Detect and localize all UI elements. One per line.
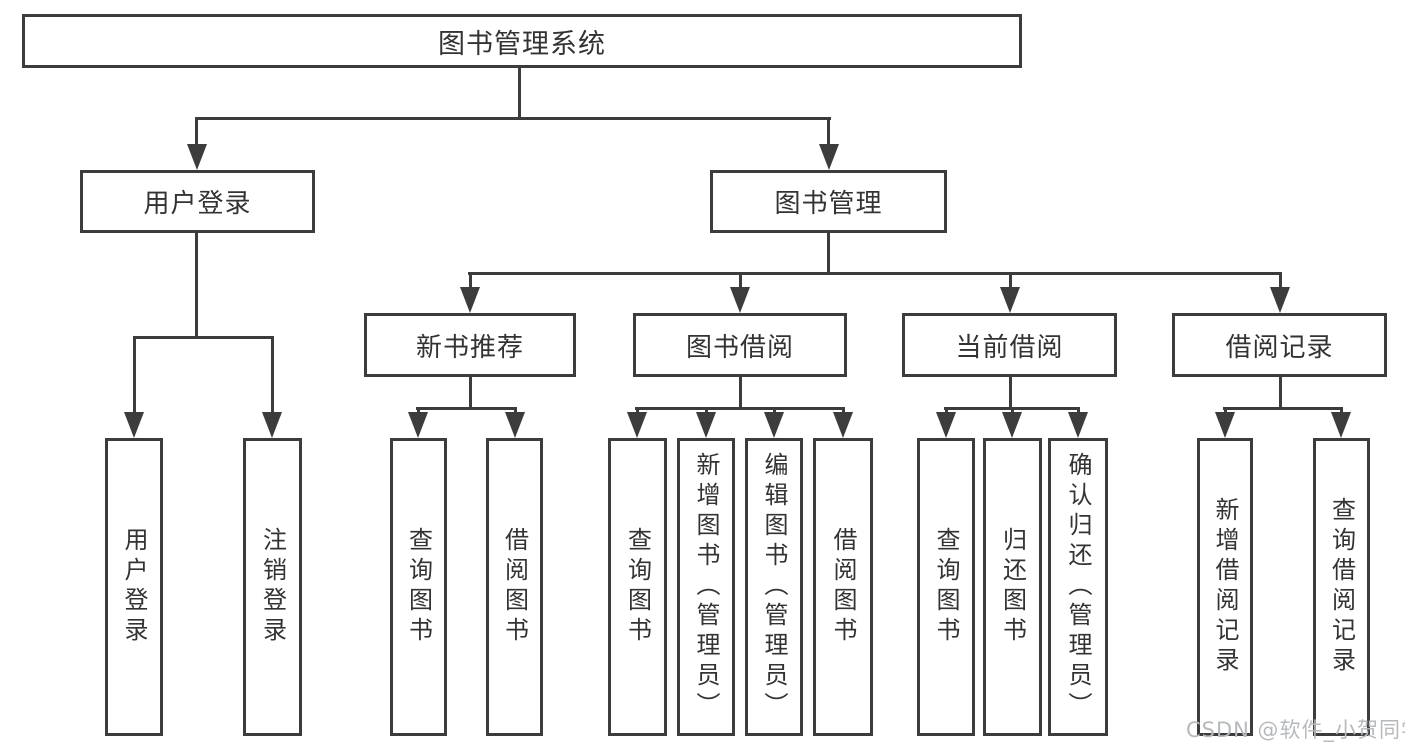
leaf-query-borrow-record-label: 查询借阅记录 <box>1327 497 1356 677</box>
node-library-system: 图书管理系统 <box>22 14 1022 68</box>
connector-vline <box>195 231 198 339</box>
node-user-login-label: 用户登录 <box>143 189 252 219</box>
leaf-add-book-admin: 新增图书（管理员） <box>677 438 735 736</box>
leaf-query-borrow-record: 查询借阅记录 <box>1313 438 1370 736</box>
connector-vline <box>739 272 742 289</box>
leaf-borrow-books-label: 借阅图书 <box>829 527 857 647</box>
arrow-head <box>187 144 207 170</box>
connector-vline <box>271 336 274 414</box>
arrow-head <box>1000 287 1020 313</box>
connector-vline <box>195 117 198 146</box>
csdn-watermark: CSDN @软件_小贺同学 <box>1186 718 1405 742</box>
leaf-query-books-borrow-label: 查询图书 <box>623 527 652 647</box>
leaf-borrow-books-recommend: 借阅图书 <box>486 438 543 736</box>
arrow-head <box>730 287 750 313</box>
connector-vline <box>469 374 472 410</box>
connector-vline <box>518 66 521 120</box>
leaf-query-books-recommend-label: 查询图书 <box>404 527 433 647</box>
connector-hline <box>133 336 274 339</box>
leaf-borrow-books: 借阅图书 <box>813 438 873 736</box>
connector-vline <box>739 374 742 410</box>
arrow-head <box>1270 287 1290 313</box>
node-new-book-recommend: 新书推荐 <box>364 313 576 377</box>
leaf-return-book: 归还图书 <box>983 438 1042 736</box>
connector-vline <box>514 407 517 415</box>
node-library-system-label: 图书管理系统 <box>438 28 606 60</box>
arrow-head <box>262 412 282 438</box>
connector-hline <box>635 407 845 410</box>
node-book-borrow-label: 图书借阅 <box>685 332 794 363</box>
node-borrow-records-label: 借阅记录 <box>1225 332 1334 363</box>
arrow-head <box>696 412 716 438</box>
node-current-borrow: 当前借阅 <box>902 313 1117 377</box>
connector-vline <box>469 272 472 289</box>
leaf-borrow-books-recommend-label: 借阅图书 <box>500 527 529 647</box>
leaf-edit-book-admin: 编辑图书（管理员） <box>745 438 803 736</box>
leaf-query-books-current-label: 查询图书 <box>932 527 960 647</box>
connector-vline <box>1279 374 1282 410</box>
connector-vline <box>1077 407 1080 415</box>
arrow-head <box>460 287 480 313</box>
leaf-query-books-borrow: 查询图书 <box>608 438 667 736</box>
arrow-head <box>1215 412 1235 438</box>
connector-hline <box>195 117 831 120</box>
connector-vline <box>1011 407 1014 415</box>
node-book-management-label: 图书管理 <box>774 189 883 219</box>
leaf-logout-label: 注销登录 <box>258 527 287 647</box>
node-user-login: 用户登录 <box>80 170 315 233</box>
arrow-head <box>1331 412 1351 438</box>
leaf-edit-book-admin-label: 编辑图书（管理员） <box>760 452 788 722</box>
arrow-head <box>408 412 428 438</box>
connector-vline <box>1009 374 1012 410</box>
connector-vline <box>1224 407 1227 415</box>
leaf-query-books-current: 查询图书 <box>917 438 975 736</box>
leaf-add-borrow-record: 新增借阅记录 <box>1197 438 1253 736</box>
connector-vline <box>1340 407 1343 415</box>
leaf-confirm-return-admin: 确认归还（管理员） <box>1048 438 1108 736</box>
arrow-head <box>627 412 647 438</box>
connector-hline <box>416 407 517 410</box>
arrow-head <box>124 412 144 438</box>
arrow-head <box>764 412 784 438</box>
node-current-borrow-label: 当前借阅 <box>955 332 1064 363</box>
connector-vline <box>827 117 830 146</box>
connector-vline <box>133 336 136 414</box>
leaf-add-borrow-record-label: 新增借阅记录 <box>1211 497 1239 677</box>
leaf-user-login-label: 用户登录 <box>120 527 148 647</box>
arrow-head <box>1068 412 1088 438</box>
node-book-management: 图书管理 <box>710 170 947 233</box>
leaf-logout: 注销登录 <box>243 438 302 736</box>
leaf-user-login: 用户登录 <box>105 438 163 736</box>
connector-vline <box>636 407 639 415</box>
leaf-query-books-recommend: 查询图书 <box>390 438 447 736</box>
connector-vline <box>773 407 776 415</box>
leaf-return-book-label: 归还图书 <box>998 527 1027 647</box>
node-new-book-recommend-label: 新书推荐 <box>415 332 524 363</box>
node-book-borrow: 图书借阅 <box>633 313 847 377</box>
connector-vline <box>417 407 420 415</box>
connector-vline <box>705 407 708 415</box>
connector-hline <box>1223 407 1343 410</box>
connector-vline <box>842 407 845 415</box>
arrow-head <box>505 412 525 438</box>
leaf-confirm-return-admin-label: 确认归还（管理员） <box>1064 452 1092 722</box>
arrow-head <box>833 412 853 438</box>
connector-vline <box>945 407 948 415</box>
arrow-head <box>819 144 839 170</box>
connector-vline <box>827 231 830 275</box>
connector-vline <box>1279 272 1282 289</box>
connector-hline <box>468 272 1282 275</box>
leaf-add-book-admin-label: 新增图书（管理员） <box>692 452 720 722</box>
node-borrow-records: 借阅记录 <box>1172 313 1387 377</box>
arrow-head <box>936 412 956 438</box>
arrow-head <box>1002 412 1022 438</box>
connector-vline <box>1009 272 1012 289</box>
